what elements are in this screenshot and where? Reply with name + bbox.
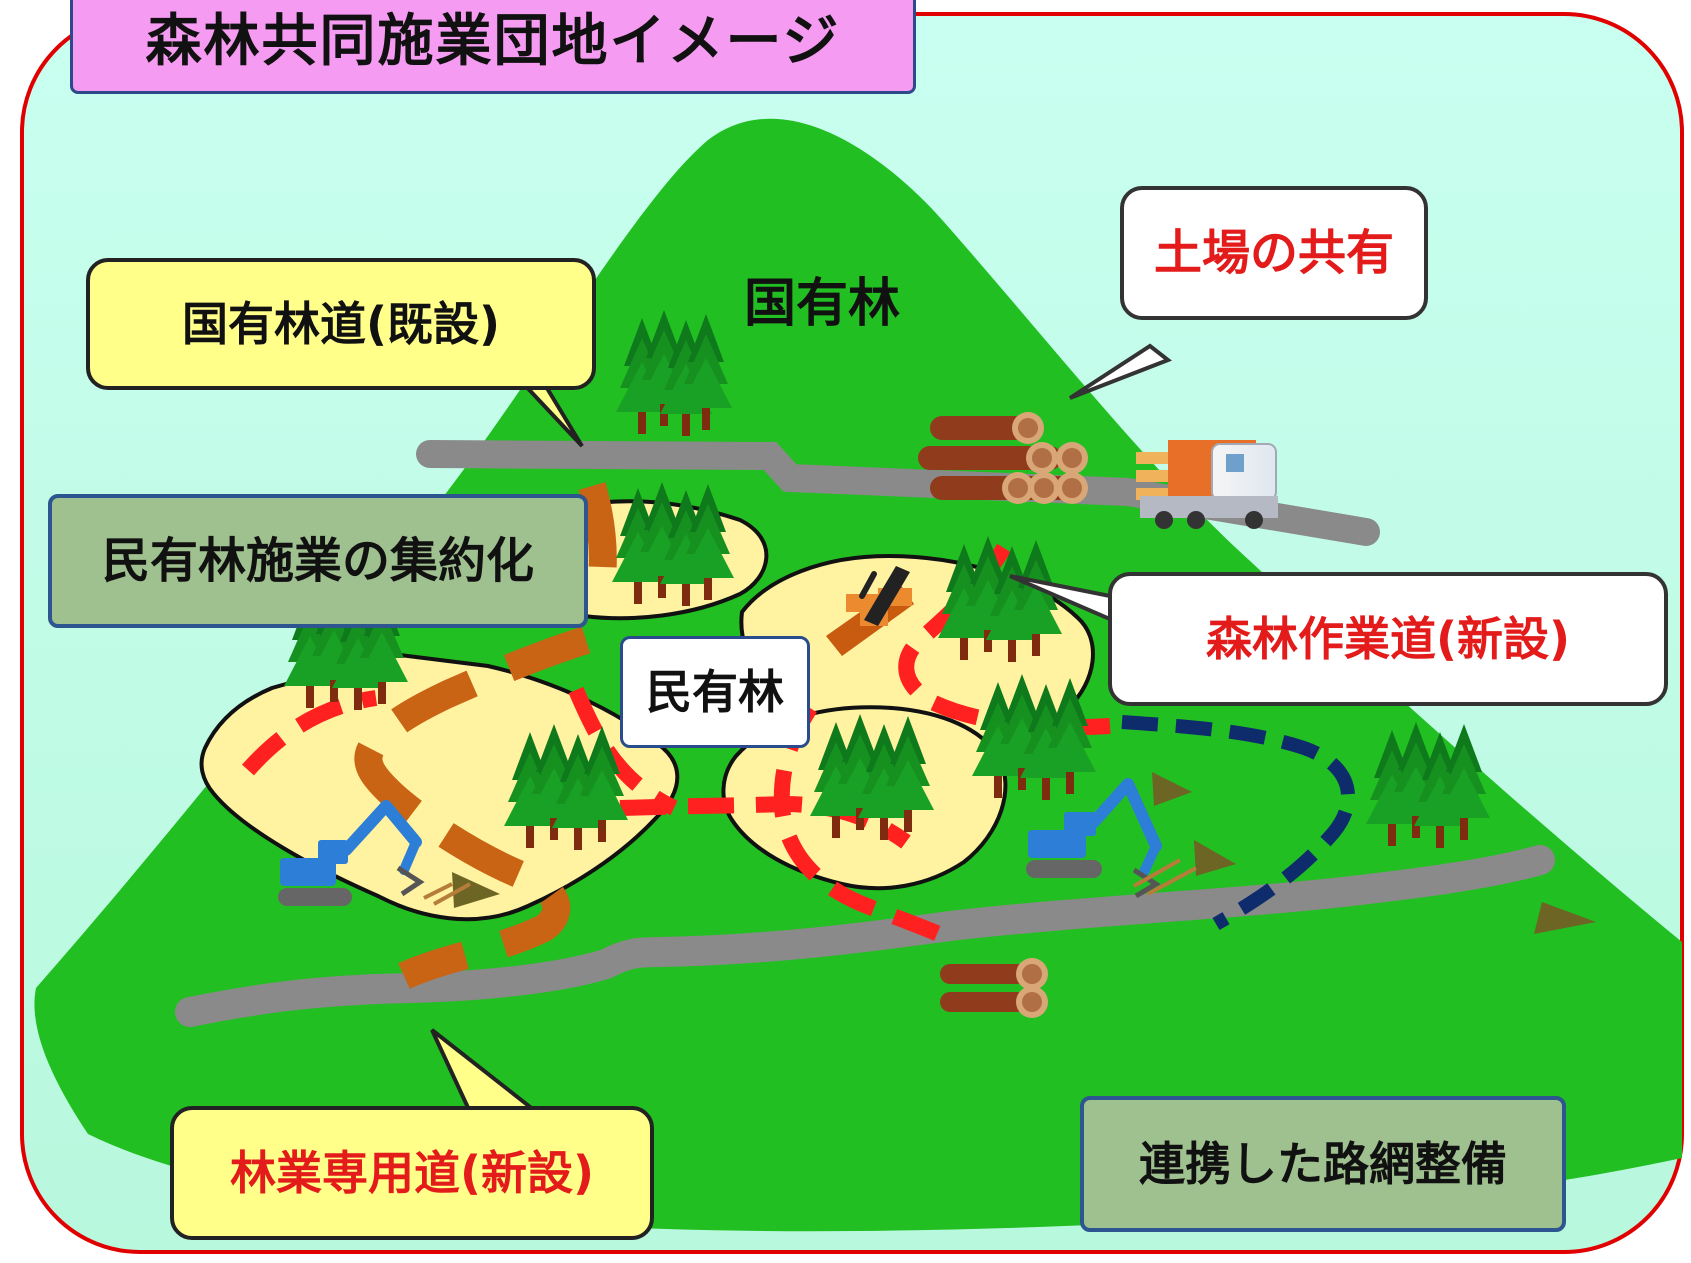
- forest-work-road-callout: 森林作業道(新設): [1108, 572, 1668, 706]
- private-forest-aggregation-label-box: 民有林施業の集約化: [48, 494, 588, 628]
- forwarder-machine: [826, 566, 914, 656]
- navy-road-link: [1121, 715, 1355, 931]
- coordinated-road-network-label: 連携した路網整備: [1139, 1137, 1507, 1191]
- excavator-right: [1026, 772, 1236, 899]
- national-forest-label: 国有林: [744, 274, 901, 334]
- forestry-dedicated-road-callout: 林業専用道(新設): [170, 1106, 654, 1240]
- log-truck: [1136, 440, 1278, 529]
- private-forest-label-box: 民有林: [620, 636, 810, 748]
- private-forest-label: 民有林: [646, 665, 784, 719]
- shared-log-yard-callout: 土場の共有: [1120, 186, 1428, 320]
- private-forest-aggregation-label: 民有林施業の集約化: [101, 533, 534, 589]
- page-title: 森林共同施業団地イメージ: [70, 0, 916, 94]
- shared-log-yard-label: 土場の共有: [1153, 225, 1394, 281]
- national-forest-road-callout: 国有林道(既設): [86, 258, 596, 390]
- forest-work-road-label: 森林作業道(新設): [1205, 612, 1571, 666]
- national-forest-road-label: 国有林道(既設): [181, 297, 501, 351]
- road-arrow-right: [1534, 902, 1596, 934]
- coordinated-road-network-label-box: 連携した路網整備: [1080, 1096, 1566, 1232]
- shared-yard-callout-pointer: [1068, 343, 1173, 400]
- orange-skid-route: [354, 482, 617, 989]
- log-pile-bottom: [940, 958, 1048, 1018]
- excavator-left: [278, 800, 500, 908]
- log-pile-top: [918, 412, 1088, 504]
- forestry-dedicated-road-label: 林業専用道(新設): [229, 1146, 595, 1200]
